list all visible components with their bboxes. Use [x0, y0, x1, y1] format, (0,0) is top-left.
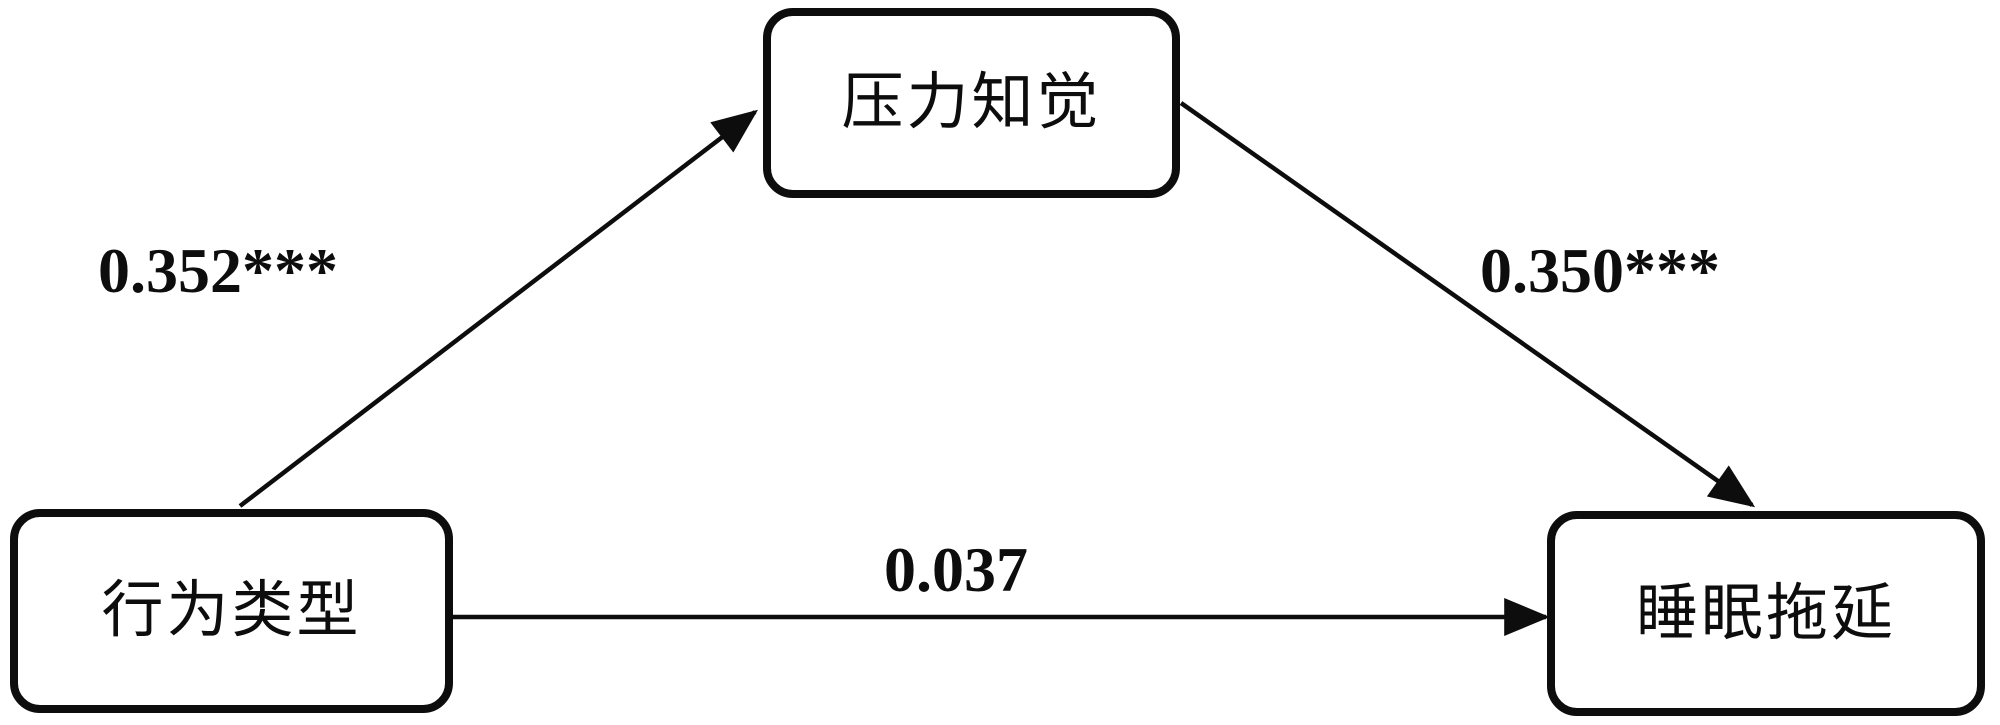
path-b-arrow	[1179, 101, 1756, 508]
node-predictor: 行为类型	[10, 509, 453, 713]
node-outcome: 睡眠拖延	[1547, 511, 1985, 716]
node-outcome-label: 睡眠拖延	[1635, 579, 1896, 648]
node-predictor-label: 行为类型	[101, 577, 362, 645]
path-a-coefficient: 0.352***	[98, 235, 338, 306]
node-mediator-label: 压力知觉	[841, 69, 1102, 137]
path-c-coefficient: 0.037	[884, 534, 1028, 605]
node-mediator: 压力知觉	[763, 8, 1180, 198]
path-b-coefficient: 0.350***	[1480, 235, 1720, 306]
path-a-arrow	[238, 109, 759, 508]
